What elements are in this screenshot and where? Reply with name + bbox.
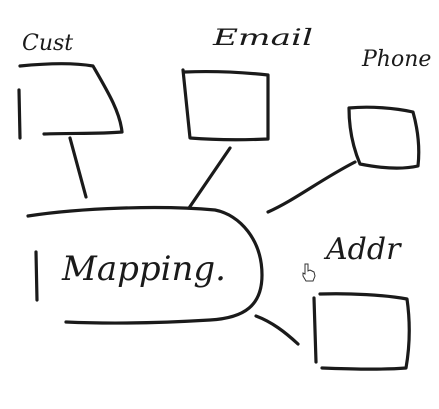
email-node-outline xyxy=(181,68,270,142)
mapping-node-outline xyxy=(26,205,264,325)
phone-node: Phone xyxy=(266,47,431,214)
address-label: Addr xyxy=(323,232,402,267)
address-node: Addr xyxy=(254,232,411,371)
address-node-left-edge xyxy=(312,296,318,364)
email-connector xyxy=(187,146,232,210)
address-node-outline xyxy=(318,292,411,371)
cust-node-outline xyxy=(18,62,124,136)
cust-node-left-edge xyxy=(17,88,22,140)
phone-label: Phone xyxy=(361,47,431,72)
cust-node: Cust xyxy=(17,31,124,199)
cust-label: Cust xyxy=(22,31,73,56)
email-node: Email xyxy=(181,26,313,210)
hand-pointer-icon xyxy=(302,263,316,282)
mapping-node-left-edge xyxy=(34,250,39,302)
address-connector xyxy=(254,314,300,346)
mapping-label: Mapping. xyxy=(61,249,226,289)
phone-node-outline xyxy=(347,105,421,170)
phone-connector xyxy=(266,160,357,214)
mapping-node: Mapping. xyxy=(26,205,264,325)
cust-connector xyxy=(68,136,88,199)
email-label: Email xyxy=(211,26,313,51)
